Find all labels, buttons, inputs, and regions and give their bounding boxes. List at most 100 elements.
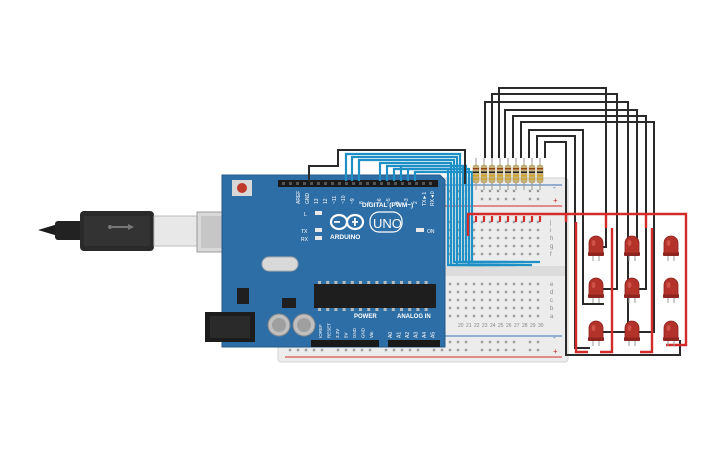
analog-pin-label: A5 (431, 332, 437, 338)
led (663, 235, 679, 261)
rx-pin-label: RX◄0 (430, 191, 436, 206)
analog-pin-label: A2 (405, 332, 411, 338)
row-label-c: c (550, 298, 553, 304)
power-pin-label: GND (361, 327, 366, 338)
usb-cable-icon (38, 211, 250, 253)
led (624, 277, 640, 303)
tx-pin-label: TX►1 (422, 192, 428, 206)
digital-header-label: DIGITAL (PWM~) (362, 202, 413, 209)
led (588, 277, 604, 303)
power-pin-label: 5V (344, 332, 349, 338)
led (663, 277, 679, 303)
power-wire (466, 212, 688, 347)
breadboard-plus-top: + (553, 196, 558, 205)
row-label-d: d (550, 290, 553, 296)
resistor (504, 164, 512, 184)
row-label-h: h (550, 236, 553, 242)
signal-wires (344, 152, 540, 267)
led-rx-label: RX (301, 237, 309, 243)
digital-pin-label: ~11 (332, 196, 338, 204)
power-jumpers (474, 216, 542, 222)
digital-pin-label: 13 (314, 198, 320, 204)
led-l-label: L (304, 212, 307, 218)
analog-pin-label: A1 (397, 332, 403, 338)
column-number: 21 (466, 323, 472, 329)
led-tx-label: TX (301, 229, 308, 235)
row-labels-bottom: e d c b a (550, 282, 554, 320)
breadboard-minus-top: - (553, 183, 556, 192)
row-label-g: g (550, 244, 553, 250)
led (624, 235, 640, 261)
power-pin-label: IOREF (318, 324, 323, 338)
led (588, 235, 604, 261)
breadboard-plus-bottom: + (553, 347, 558, 356)
digital-pin-label: ~5 (386, 198, 392, 204)
led-rx (315, 236, 322, 240)
resistor (512, 164, 520, 184)
resistor (496, 164, 504, 184)
crystal (261, 256, 299, 272)
column-number: 26 (506, 323, 512, 329)
power-wire (600, 228, 614, 354)
resistor (528, 164, 536, 184)
power-wire (640, 228, 654, 354)
row-label-f: f (550, 252, 552, 258)
infinity-logo-icon (329, 213, 365, 231)
analog-pin-label: A4 (422, 332, 428, 338)
column-number: 25 (498, 323, 504, 329)
ground-wire (536, 135, 590, 349)
breadboard-minus-bottom: - (553, 333, 556, 342)
gnd-label: GND (305, 193, 311, 205)
ground-wire (520, 121, 655, 333)
led-on-label: ON (427, 229, 435, 235)
digital-pin-label: 7 (368, 201, 374, 204)
row-label-a: a (550, 314, 554, 320)
power-wires (466, 212, 688, 354)
power-pin-label: RESET (327, 323, 332, 338)
signal-wire (406, 167, 532, 267)
atmega-chip (314, 284, 436, 308)
column-number: 30 (538, 323, 544, 329)
digital-pin-label: ~9 (350, 198, 356, 204)
column-number: 28 (522, 323, 528, 329)
ground-wire (528, 129, 604, 305)
power-header (311, 340, 379, 347)
ground-wire (308, 149, 466, 184)
row-label-e: e (550, 282, 554, 288)
resistor-array (472, 158, 544, 190)
led (663, 320, 679, 346)
signal-wire (413, 170, 540, 264)
digital-pin-label: 4 (395, 201, 401, 204)
resistor (480, 164, 488, 184)
digital-pin-label: 2 (413, 201, 419, 204)
column-number: 22 (474, 323, 480, 329)
aref-label: AREF (296, 191, 302, 204)
voltage-regulator (237, 288, 249, 304)
power-pin-label: Vin (369, 331, 374, 338)
led-tx (315, 228, 322, 232)
row-label-j: j (549, 220, 551, 226)
led (624, 320, 640, 346)
row-label-i: i (550, 228, 551, 234)
digital-pin-label: ~10 (341, 195, 347, 204)
analog-header-label: ANALOG IN (397, 314, 431, 320)
digital-pin-label: ~6 (377, 198, 383, 204)
column-numbers: 20 21 22 23 24 25 26 27 28 29 30 (458, 323, 544, 329)
resistor (536, 164, 544, 184)
column-number: 24 (490, 323, 496, 329)
digital-pin-label: 12 (323, 198, 329, 204)
reset-button-cap[interactable] (237, 183, 247, 193)
ground-wire (544, 141, 681, 356)
led-on (416, 228, 424, 232)
led-grid (588, 235, 679, 346)
resistor (488, 164, 496, 184)
column-number: 20 (458, 323, 464, 329)
column-number: 23 (482, 323, 488, 329)
row-label-b: b (550, 306, 554, 312)
row-labels-top: j i h g f (549, 220, 553, 258)
analog-header (388, 340, 440, 347)
power-pin-label: GND (352, 327, 357, 338)
